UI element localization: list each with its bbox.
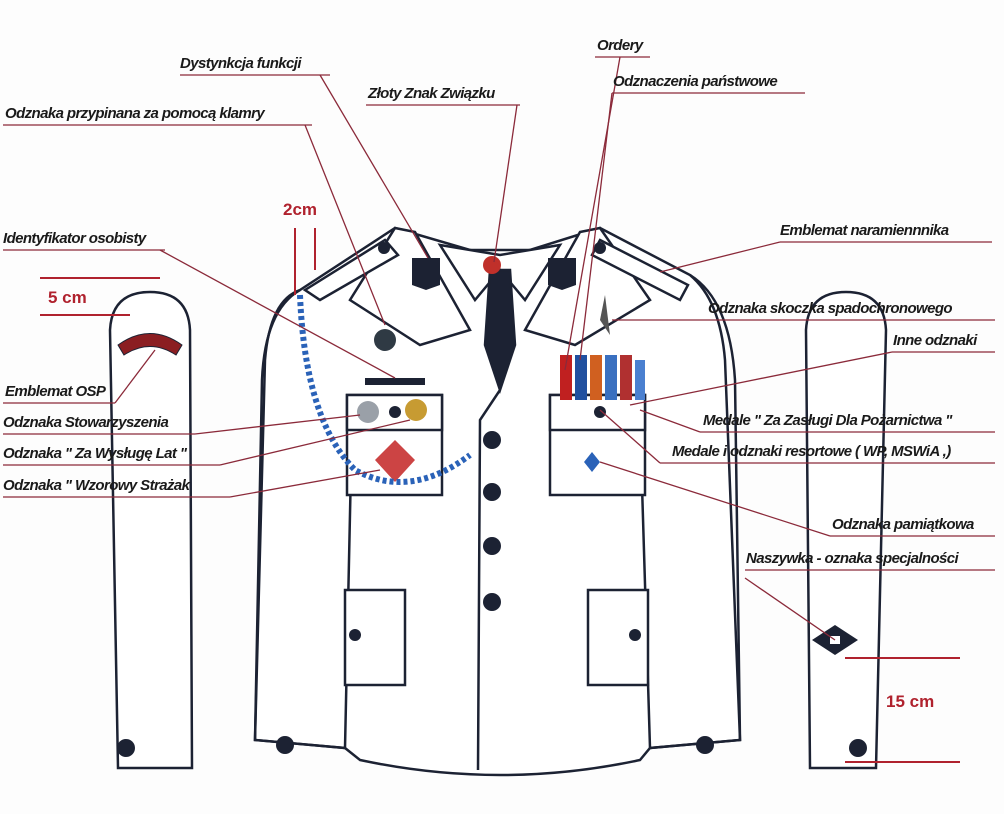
right-arm xyxy=(638,273,742,750)
collar-insignia-right xyxy=(548,258,576,290)
leader-lines xyxy=(3,56,995,641)
paratrooper-badge xyxy=(600,295,610,335)
label-zloty-znak: Złoty Znak Związku xyxy=(368,85,495,102)
label-naszywka: Naszywka - oznaka specjalności xyxy=(746,550,959,567)
gold-union-badge xyxy=(483,256,501,274)
osp-emblem xyxy=(117,333,183,356)
label-pamiatkowa: Odznaka pamiątkowa xyxy=(832,516,974,533)
shirt-collar xyxy=(437,243,563,303)
measurement-15cm: 15 cm xyxy=(886,692,935,711)
name-tag xyxy=(365,378,425,385)
label-emblemat-osp: Emblemat OSP xyxy=(5,383,106,400)
label-dystynkcja: Dystynkcja funkcji xyxy=(180,55,302,72)
measurement-5cm: 5 cm xyxy=(48,288,87,307)
label-naramiennik: Emblemat naramiennnika xyxy=(780,222,949,239)
label-stowarzyszenie: Odznaka Stowarzyszenia xyxy=(3,414,169,431)
association-badge xyxy=(357,401,379,423)
aiguillette xyxy=(297,294,472,485)
measurement-2cm: 2cm xyxy=(283,200,318,219)
collar-insignia-left xyxy=(412,258,440,290)
label-identyfikator: Identyfikator osobisty xyxy=(3,230,146,247)
left-sleeve-detached xyxy=(108,290,194,770)
tie xyxy=(483,268,517,394)
service-years-badge xyxy=(405,399,427,421)
label-inne: Inne odznaki xyxy=(893,332,977,349)
left-arm xyxy=(253,288,354,750)
label-wzorowy: Odznaka " Wzorowy Strażak xyxy=(3,477,190,494)
label-skoczek: Odznaka skoczka spadochronowego xyxy=(708,300,953,317)
medal-ribbons xyxy=(560,355,645,400)
clasp-badge xyxy=(374,329,396,351)
model-firefighter-badge xyxy=(375,440,415,482)
label-klamra: Odznaka przypinana za pomocą klamry xyxy=(5,105,265,122)
label-pozarnictwo: Medale " Za Zasługi Dla Pożarnictwa " xyxy=(703,412,952,429)
label-odznaczenia: Odznaczenia państwowe xyxy=(613,73,778,90)
front-edge xyxy=(476,389,502,771)
label-ordery: Ordery xyxy=(597,37,643,54)
commemorative-badge xyxy=(584,452,600,472)
label-resortowe: Medale i odznaki resortowe ( WP, MSWiA ,… xyxy=(672,443,951,460)
label-wysluga: Odznaka " Za Wysługę Lat " xyxy=(3,445,187,462)
measurement-lines xyxy=(40,228,960,763)
